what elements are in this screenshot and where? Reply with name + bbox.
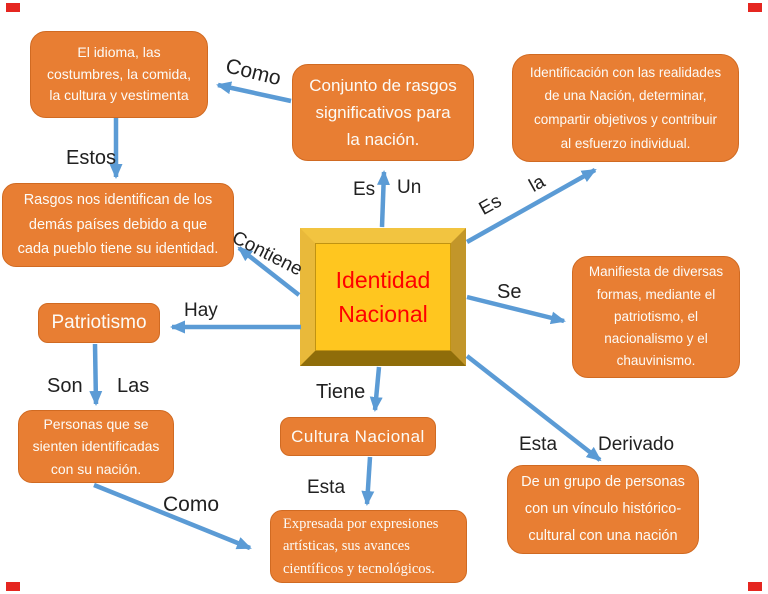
corner-mark-top-left	[6, 3, 20, 12]
label-hay: Hay	[184, 300, 218, 321]
arrow-son-las-to-personas	[89, 343, 103, 406]
label-tiene: Tiene	[316, 381, 366, 403]
node-idioma-text: El idioma, las costumbres, la comida, la…	[47, 43, 191, 104]
label-un: Un	[397, 177, 422, 198]
label-son: Son	[47, 375, 83, 397]
label-estos: Estos	[66, 147, 117, 169]
label-como-top: Como	[223, 54, 284, 91]
corner-mark-bottom-right	[748, 582, 762, 591]
label-las: Las	[117, 375, 150, 397]
label-esta-right: Esta	[519, 434, 558, 455]
node-derivado[interactable]: De un grupo de personas con un vínculo h…	[507, 465, 699, 554]
node-idioma[interactable]: El idioma, las costumbres, la comida, la…	[30, 31, 208, 118]
node-patriotismo-text: Patriotismo	[51, 312, 147, 333]
node-rasgos-text: Rasgos nos identifican de los demás país…	[17, 192, 219, 258]
node-identificacion-text: Identificación con las realidades de una…	[529, 64, 722, 151]
label-contiene: Contiene	[228, 227, 306, 281]
node-rasgos[interactable]: Rasgos nos identifican de los demás país…	[2, 183, 234, 267]
node-identificacion[interactable]: Identificación con las realidades de una…	[512, 54, 739, 162]
label-derivado: Derivado	[598, 434, 675, 455]
node-cultura-text: Cultura Nacional	[291, 426, 425, 446]
node-expresada-text: Expresada por expresiones artísticas, su…	[283, 515, 439, 577]
label-la-diagonal: la	[525, 171, 549, 197]
label-es-center: Es	[353, 179, 376, 200]
node-cultura-nacional[interactable]: Cultura Nacional	[280, 417, 436, 456]
arrow-como-to-idioma	[216, 81, 292, 104]
node-manifiesta-text: Manifiesta de diversas formas, mediante …	[588, 264, 724, 369]
node-conjunto[interactable]: Conjunto de rasgos significativos para l…	[292, 64, 474, 161]
label-se: Se	[497, 281, 522, 303]
arrow-tiene-to-cultura	[369, 366, 383, 412]
node-patriotismo[interactable]: Patriotismo	[38, 303, 160, 343]
label-esta-center: Esta	[307, 477, 346, 498]
center-node-identidad-nacional[interactable]: Identidad Nacional	[300, 228, 466, 366]
node-expresada[interactable]: Expresada por expresiones artísticas, su…	[270, 510, 467, 583]
corner-mark-bottom-left	[6, 582, 20, 591]
node-personas-text: Personas que se sienten identificadas co…	[32, 415, 160, 477]
arrow-es-un-to-conjunto	[377, 170, 391, 228]
node-manifiesta[interactable]: Manifiesta de diversas formas, mediante …	[572, 256, 740, 378]
label-como-bottom: Como	[163, 493, 220, 516]
arrow-esta-to-expresada	[361, 456, 375, 506]
corner-mark-top-right	[748, 3, 762, 12]
node-conjunto-text: Conjunto de rasgos significativos para l…	[309, 75, 457, 150]
node-personas[interactable]: Personas que se sienten identificadas co…	[18, 410, 174, 483]
label-es-diagonal: Es	[475, 190, 506, 220]
node-derivado-text: De un grupo de personas con un vínculo h…	[521, 474, 685, 544]
center-node-text: Identidad Nacional	[335, 266, 431, 328]
